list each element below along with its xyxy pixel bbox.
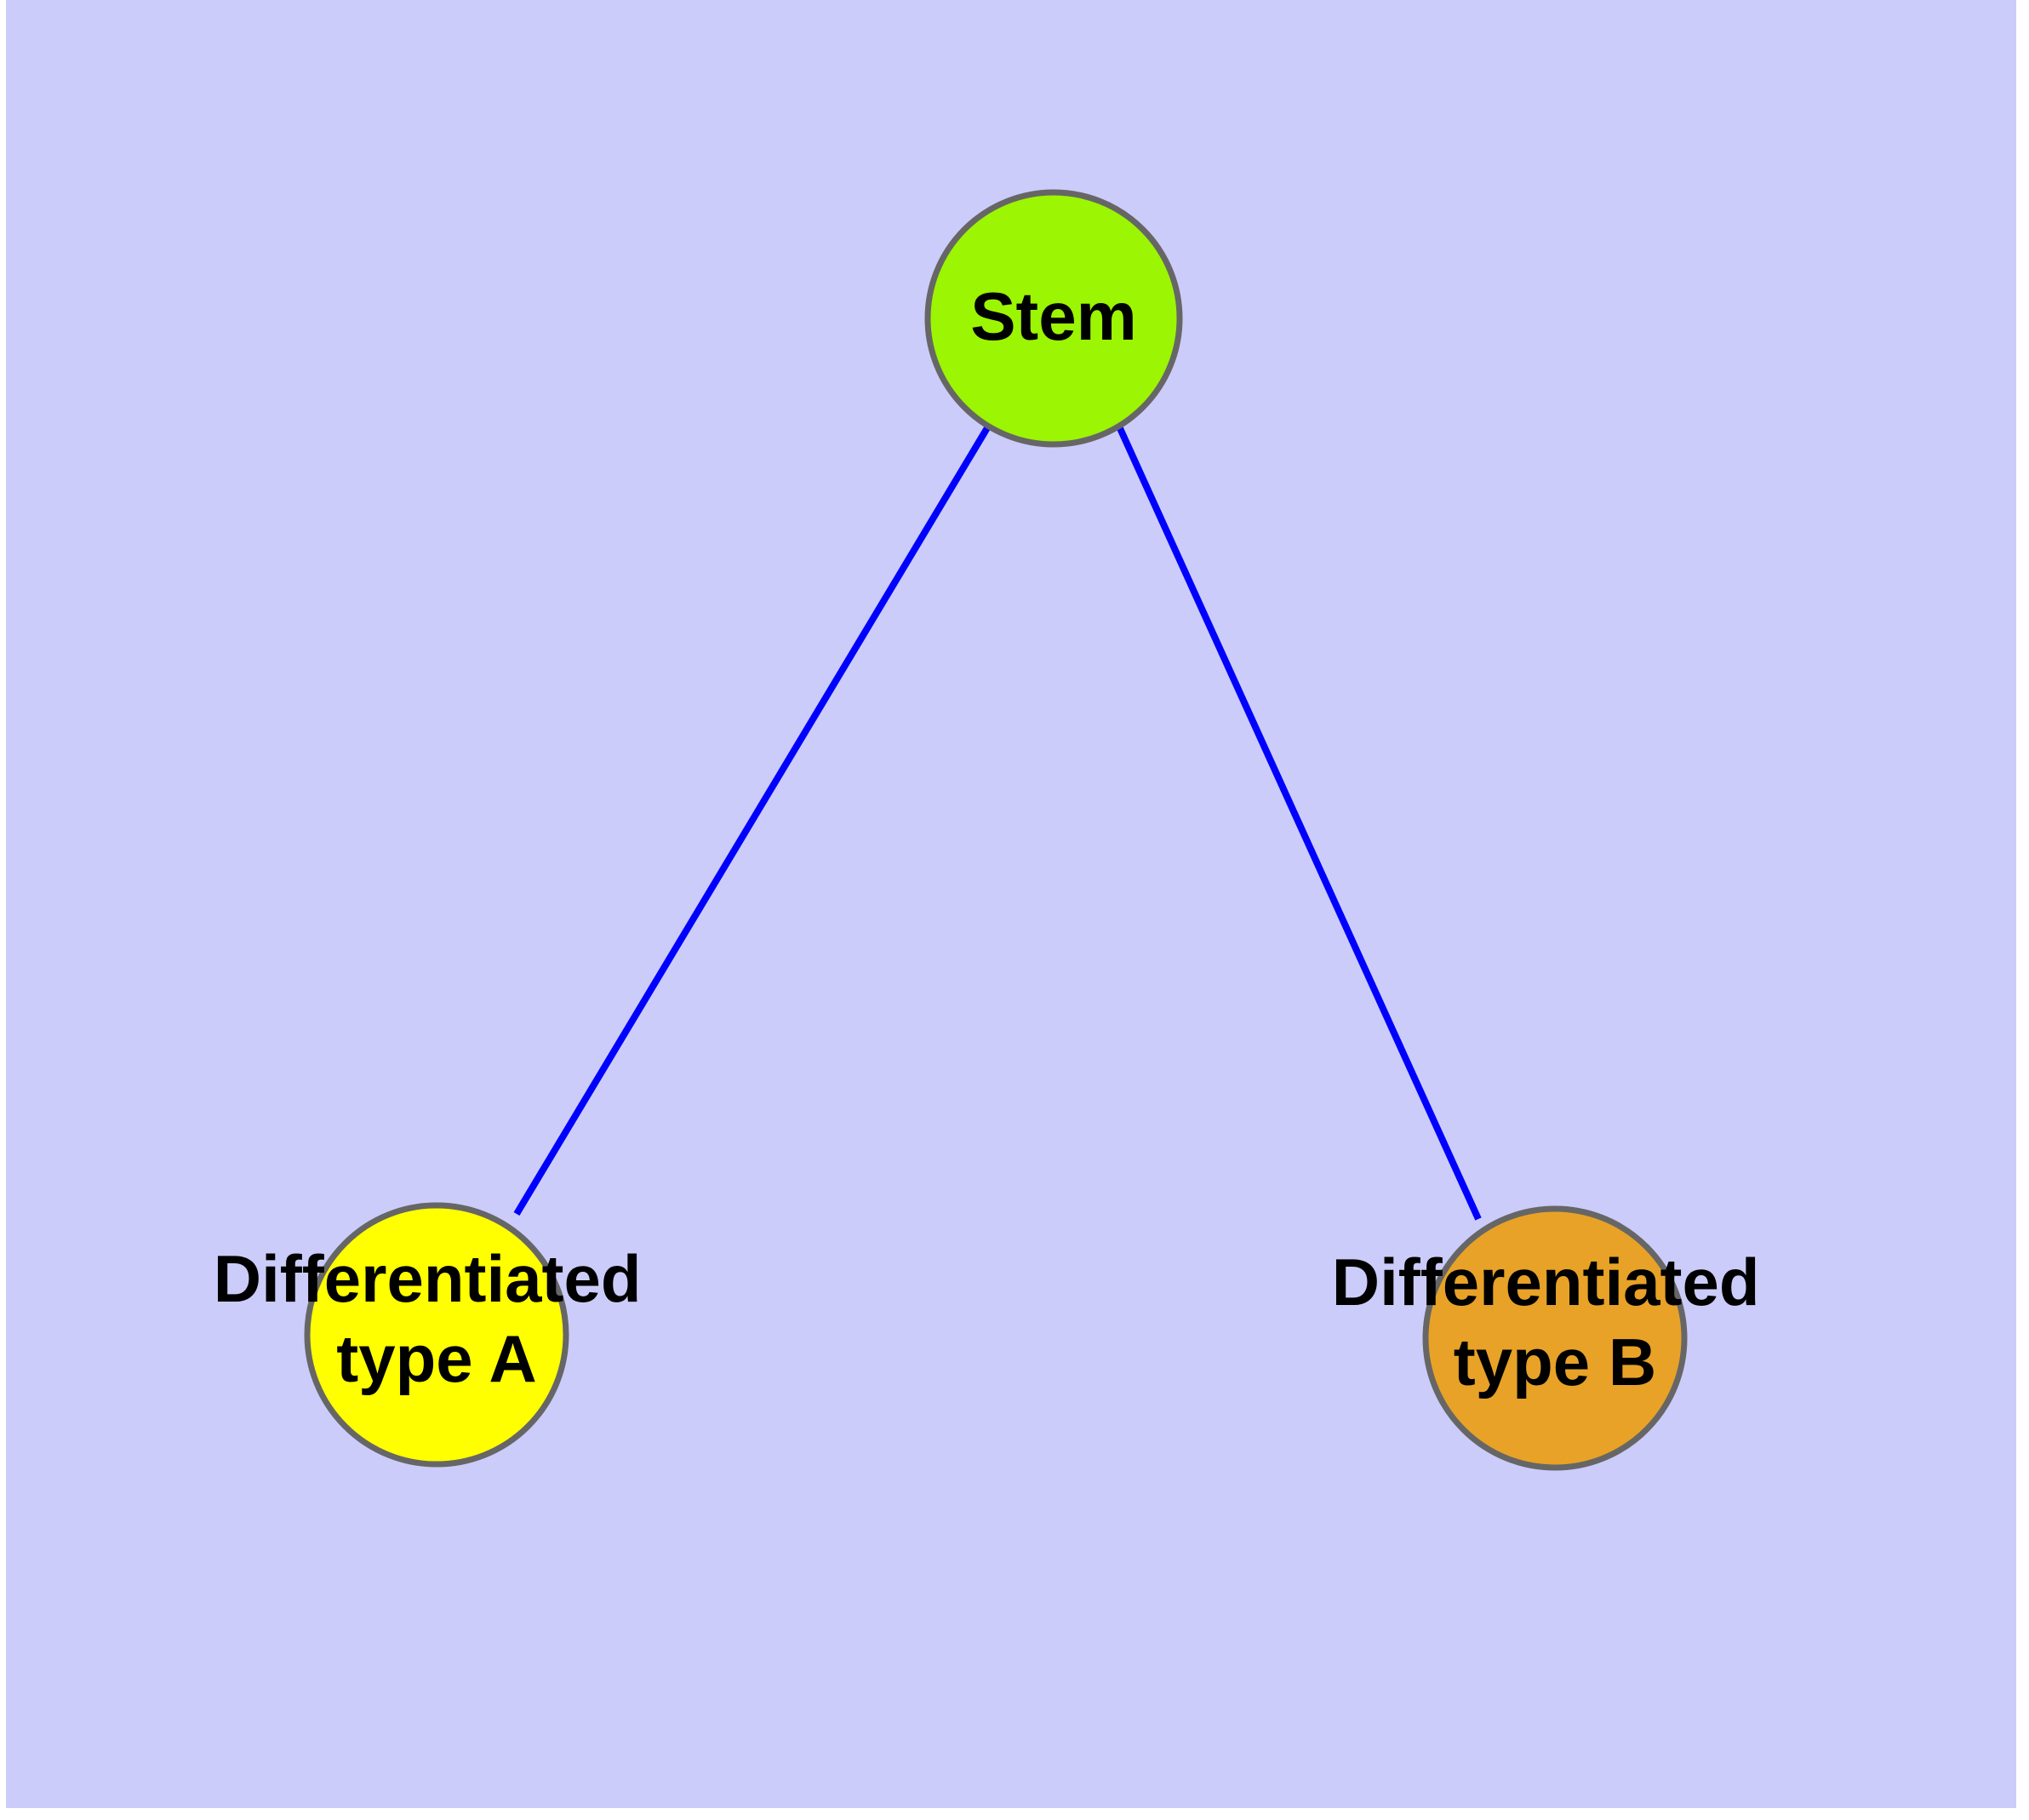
node-label-differentiated-type-a-line-2: type A [336, 1321, 537, 1396]
node-differentiated-type-b[interactable] [1422, 1205, 1688, 1471]
node-label-differentiated-type-b: Differentiated type B [1332, 1245, 1778, 1399]
node-label-differentiated-type-b-line-1: Differentiated [1332, 1245, 1760, 1319]
node-circle-differentiated-type-a[interactable] [304, 1202, 569, 1468]
node-label-stem: Stem [970, 278, 1137, 354]
node-stem[interactable] [924, 189, 1183, 448]
node-differentiated-type-a[interactable] [304, 1202, 569, 1468]
node-circle-stem[interactable] [924, 189, 1183, 448]
label-layer: Stem Differentiated type A Differentiate… [214, 278, 1778, 1399]
edge-stem-to-differentiated-type-b[interactable] [1116, 425, 1482, 1221]
edge-stem-to-differentiated-type-a[interactable] [513, 424, 992, 1216]
node-label-differentiated-type-b-line-2: type B [1454, 1325, 1656, 1399]
node-label-differentiated-type-a: Differentiated type A [214, 1241, 660, 1396]
node-label-stem-line-1: Stem [970, 278, 1137, 354]
node-label-differentiated-type-a-line-1: Differentiated [214, 1241, 642, 1316]
edge-layer [513, 424, 1482, 1221]
node-circle-differentiated-type-b[interactable] [1422, 1205, 1688, 1471]
